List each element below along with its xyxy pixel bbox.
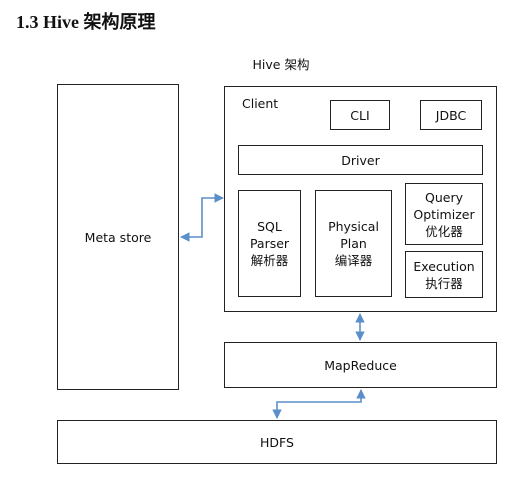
jdbc-box: JDBC bbox=[420, 100, 482, 130]
physical-plan-line1: Physical bbox=[328, 219, 379, 234]
section-heading: 1.3 Hive 架构原理 bbox=[16, 12, 156, 32]
execution-box: Execution 执行器 bbox=[405, 251, 483, 298]
mapreduce-hdfs-connector bbox=[272, 389, 366, 419]
physical-plan-box: Physical Plan 编译器 bbox=[315, 190, 392, 297]
diagram-title: Hive 架构 bbox=[252, 57, 310, 72]
mapreduce-box: MapReduce bbox=[224, 342, 497, 388]
meta-store-label: Meta store bbox=[84, 229, 152, 245]
hdfs-label: HDFS bbox=[260, 434, 294, 450]
driver-label: Driver bbox=[341, 152, 380, 168]
hdfs-box: HDFS bbox=[57, 420, 497, 464]
physical-plan-line2: Plan bbox=[340, 236, 367, 251]
cli-label: CLI bbox=[350, 107, 370, 123]
jdbc-label: JDBC bbox=[435, 107, 467, 123]
physical-plan-line3: 编译器 bbox=[334, 253, 373, 268]
query-optimizer-line2: Optimizer bbox=[413, 206, 475, 222]
query-optimizer-line1: Query bbox=[425, 189, 463, 205]
sql-parser-line2: Parser bbox=[249, 236, 290, 251]
meta-store-box: Meta store bbox=[57, 84, 179, 390]
mapreduce-label: MapReduce bbox=[324, 357, 397, 373]
cli-box: CLI bbox=[330, 100, 390, 130]
driver-box: Driver bbox=[238, 145, 483, 175]
query-optimizer-box: Query Optimizer 优化器 bbox=[405, 183, 483, 245]
sql-parser-line1: SQL bbox=[257, 219, 282, 234]
sql-parser-box: SQL Parser 解析器 bbox=[238, 190, 301, 297]
sql-parser-line3: 解析器 bbox=[250, 253, 289, 268]
query-optimizer-line3: 优化器 bbox=[425, 223, 463, 239]
client-label: Client bbox=[242, 96, 279, 111]
execution-line2: 执行器 bbox=[425, 275, 463, 291]
execution-line1: Execution bbox=[413, 258, 475, 274]
metastore-client-connector bbox=[180, 193, 224, 242]
